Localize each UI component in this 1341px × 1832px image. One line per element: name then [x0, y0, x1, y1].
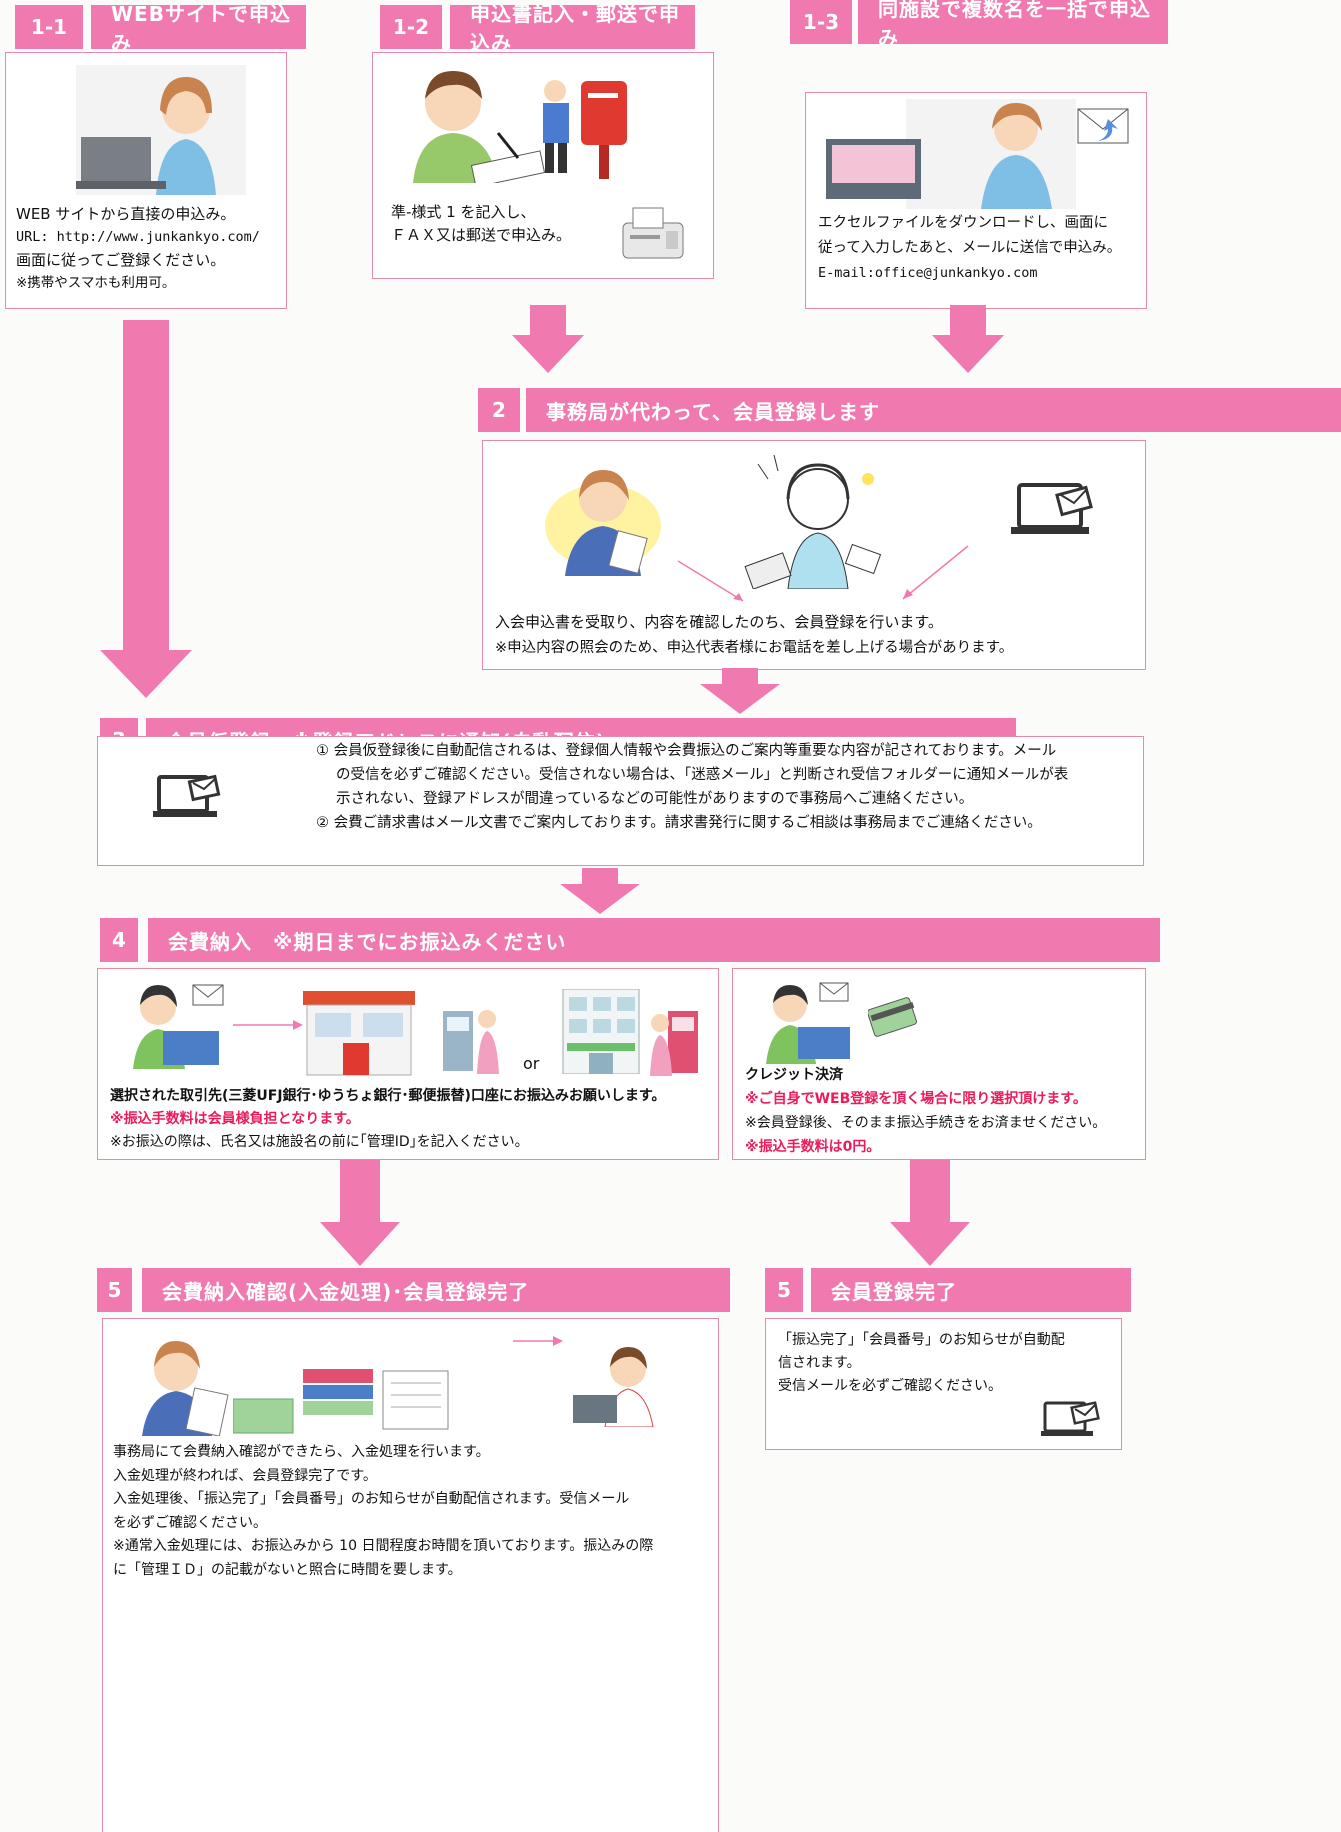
flow-arrow-4b-down — [890, 1160, 970, 1266]
credit-card-icon — [868, 997, 917, 1037]
step-3-line: の受信を必ずご確認ください。受信されない場合は、「迷惑メール」と判断され受信フォ… — [336, 767, 1069, 783]
step-1-2-header: 1-2 申込書記入・郵送で申込み — [380, 2, 695, 55]
step-1-1-note: ※携帯やスマホも利用可。 — [16, 275, 176, 291]
step-1-3-header: 1-3 同施設で複数名を一括で申込み — [790, 0, 1168, 50]
person-laptop-illustration — [766, 982, 850, 1064]
mailbox-illustration — [543, 80, 627, 179]
step-1-2-box: 準-様式 1 を記入し、 ＦＡＸ又は郵送で申込み。 — [372, 52, 714, 279]
credit-fee-note: ※振込手数料は0円。 — [745, 1139, 881, 1155]
step-4-bank-box: or 選択された取引先(三菱UFJ銀行･ゆうちょ銀行･郵便振替)口座にお振込みお… — [97, 968, 719, 1160]
step-5a-line: を必ずご確認ください。 — [113, 1514, 267, 1531]
person-laptop-illustration — [76, 65, 246, 195]
flow-arrow-1-3-down — [932, 305, 1004, 373]
step-1-3-box: エクセルファイルをダウンロードし、画面に 従って入力したあと、メールに送信で申込… — [805, 92, 1147, 309]
step-5b-line: 信されます。 — [778, 1355, 861, 1371]
person-writing-illustration — [413, 71, 546, 183]
staff-documents-illustration — [545, 470, 661, 576]
atm-user-illustration — [443, 1010, 499, 1074]
flow-arrow-3-down — [560, 868, 640, 914]
step-5a-note: ※通常入金処理には、お振込みから 10 日間程度お時間を頂いております。振込みの… — [113, 1538, 654, 1554]
step-2-box: 入会申込書を受取り、内容を確認したのち、会員登録を行います。 ※申込内容の照会の… — [482, 440, 1146, 670]
step-5a-header: 5 会費納入確認(入金処理)･会員登録完了 — [97, 1268, 730, 1312]
flow-arrow-2-down — [700, 668, 780, 714]
person-email-illustration — [826, 99, 1129, 209]
step-5a-line: 入金処理後、「振込完了」「会員番号」のお知らせが自動配信されます。受信メール — [113, 1491, 630, 1507]
step-number: 2 — [478, 388, 520, 432]
credit-warning: ※ご自身でWEB登録を頂く場合に限り選択頂けます。 — [745, 1091, 1087, 1107]
credit-note: ※会員登録後、そのまま振込手続きをお済ませください。 — [745, 1115, 1107, 1131]
laptop-mail-icon — [1011, 483, 1093, 534]
step-number: 5 — [765, 1268, 803, 1312]
step-1-1-url: URL: http://www.junkankyo.com/ — [16, 229, 260, 245]
step-5a-line: 入金処理が終われば、会員登録完了です。 — [113, 1467, 377, 1484]
fax-machine-icon — [622, 207, 684, 259]
pointer-arrow — [233, 1020, 303, 1030]
person-laptop-illustration — [133, 984, 224, 1069]
step-4-header: 4 会費納入 ※期日までにお振込みください — [100, 918, 1160, 962]
step-number: 5 — [97, 1268, 132, 1312]
step-3-line: 示されない、登録アドレスが間違っているなどの可能性がありますので事務局へご連絡く… — [336, 791, 974, 807]
step-4-fee-warning: ※振込手数料は会員様負担となります。 — [110, 1111, 360, 1127]
staff-documents-illustration — [142, 1341, 229, 1436]
flow-arrow-1-1-down — [100, 320, 192, 698]
step-5b-line: 受信メールを必ずご確認ください。 — [778, 1378, 1002, 1394]
step-1-1-header: 1-1 WEBサイトで申込み — [15, 2, 306, 55]
step-number: 1-3 — [790, 0, 852, 44]
post-office-illustration — [303, 991, 415, 1076]
step-title: 同施設で複数名を一括で申込み — [858, 0, 1168, 50]
step-1-2-line: 準-様式 1 を記入し、 — [391, 203, 536, 221]
step-1-3-line: 従って入力したあと、メールに送信で申込み。 — [818, 240, 1122, 256]
step-3-line: ② 会費ご請求書はメール文書でご案内しております。請求書発行に関するご相談は事務… — [316, 815, 1042, 831]
money-documents-illustration — [233, 1369, 449, 1434]
step-5b-header: 5 会員登録完了 — [765, 1268, 1131, 1312]
pointer-arrows — [677, 545, 969, 602]
step-1-1-box: WEB サイトから直接の申込み。 URL: http://www.junkank… — [5, 52, 287, 309]
step-4-bank-line: 選択された取引先(三菱UFJ銀行･ゆうちょ銀行･郵便振替)口座にお振込みお願いし… — [110, 1088, 666, 1104]
step-3-line: ① 会員仮登録後に自動配信されるは、登録個人情報や会費振込のご案内等重要な内容が… — [316, 743, 1057, 759]
step-title: 会員登録完了 — [811, 1268, 1131, 1312]
step-4-credit-box: クレジット決済 ※ご自身でWEB登録を頂く場合に限り選択頂けます。 ※会員登録後… — [732, 968, 1146, 1160]
step-2-header: 2 事務局が代わって、会員登録します — [478, 388, 1341, 432]
step-title: 会費納入 ※期日までにお振込みください — [148, 918, 1160, 962]
atm-user-illustration — [650, 1011, 698, 1076]
bank-building-illustration — [562, 989, 640, 1074]
or-label: or — [523, 1054, 540, 1073]
step-5a-note: に「管理ＩＤ」の記載がないと照合に時間を要します。 — [113, 1561, 462, 1578]
step-title: 事務局が代わって、会員登録します — [526, 388, 1341, 432]
step-5b-box: 「振込完了」「会員番号」のお知らせが自動配 信されます。 受信メールを必ずご確認… — [765, 1318, 1122, 1450]
step-5b-line: 「振込完了」「会員番号」のお知らせが自動配 — [778, 1332, 1065, 1348]
step-1-3-email: E-mail:office@junkankyo.com — [818, 265, 1038, 281]
step-number: 1-2 — [380, 5, 442, 49]
flow-arrow-4a-down — [320, 1160, 400, 1266]
step-1-1-line: 画面に従ってご登録ください。 — [16, 251, 226, 269]
step-5a-box: 事務局にて会費納入確認ができたら、入金処理を行います。 入金処理が終われば、会員… — [102, 1318, 719, 1832]
step-1-3-line: エクセルファイルをダウンロードし、画面に — [818, 215, 1108, 231]
laptop-mail-icon — [1041, 1401, 1100, 1436]
flow-arrow-1-2-down — [512, 305, 584, 373]
step-number: 4 — [100, 918, 138, 962]
step-3-box: ① 会員仮登録後に自動配信されるは、登録個人情報や会費振込のご案内等重要な内容が… — [97, 736, 1144, 866]
step-1-1-line: WEB サイトから直接の申込み。 — [16, 205, 236, 223]
staff-laptop-illustration — [573, 1347, 654, 1427]
laptop-mail-icon — [153, 774, 221, 817]
step-1-2-line: ＦＡＸ又は郵送で申込み。 — [391, 226, 572, 244]
busy-worker-illustration — [744, 454, 882, 589]
pointer-arrow — [513, 1336, 563, 1346]
step-title: WEBサイトで申込み — [91, 2, 306, 55]
step-2-line: 入会申込書を受取り、内容を確認したのち、会員登録を行います。 — [495, 613, 943, 631]
step-4-bank-note: ※お振込の際は、氏名又は施設名の前に｢管理ID｣を記入ください。 — [110, 1134, 529, 1150]
step-title: 申込書記入・郵送で申込み — [450, 2, 695, 55]
step-5a-line: 事務局にて会費納入確認ができたら、入金処理を行います。 — [113, 1444, 490, 1460]
step-title: 会費納入確認(入金処理)･会員登録完了 — [142, 1268, 730, 1312]
step-2-note: ※申込内容の照会のため、申込代表者様にお電話を差し上げる場合があります。 — [495, 640, 1014, 656]
step-number: 1-1 — [15, 5, 83, 49]
credit-title: クレジット決済 — [745, 1067, 843, 1083]
